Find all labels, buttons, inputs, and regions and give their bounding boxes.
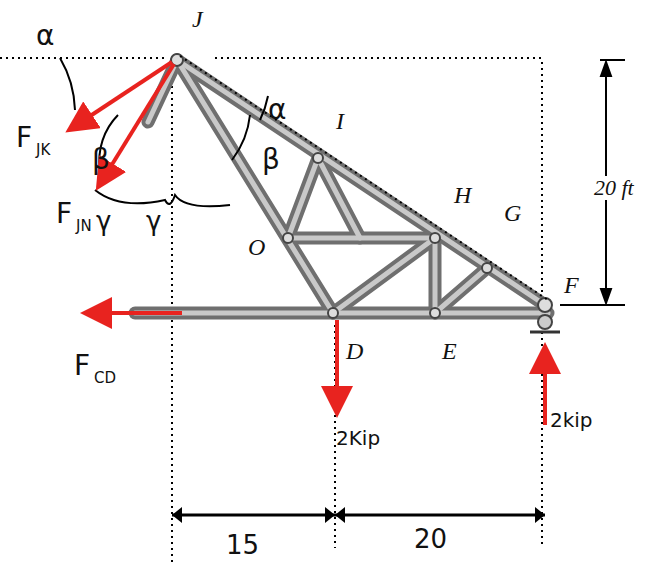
truss-drawing [325, 507, 335, 523]
truss-drawing [335, 507, 345, 523]
joint-label: H [452, 182, 473, 208]
truss-drawing [535, 507, 545, 523]
joint-label: E [440, 338, 459, 364]
force-symbol: F [16, 124, 32, 152]
load-label: 2Kip [336, 428, 380, 448]
truss-drawing [177, 60, 333, 313]
truss-drawing [560, 304, 625, 306]
angle-label: α [268, 96, 286, 124]
force-subscript: JN [76, 219, 92, 234]
truss-drawing [538, 298, 552, 312]
force-subscript: CD [94, 371, 116, 386]
truss-drawing [543, 350, 547, 425]
joint-label: I [334, 108, 346, 134]
truss-drawing [313, 153, 323, 163]
guide-line [180, 56, 548, 300]
truss-drawing [177, 60, 333, 313]
truss-drawing [135, 60, 548, 313]
truss-drawing [328, 308, 338, 318]
span-dimension [172, 507, 545, 523]
force-symbol: F [74, 352, 90, 380]
joint-label: O [246, 234, 267, 260]
joint-pins [171, 54, 552, 318]
truss-members [135, 60, 548, 313]
joint-label: G [502, 200, 523, 226]
force-subscript: JK [36, 143, 50, 158]
truss-drawing [135, 311, 548, 316]
truss-drawing [260, 96, 268, 120]
truss-drawing [172, 507, 182, 523]
angle-label: γ [146, 208, 161, 234]
angle-label: γ [96, 208, 111, 234]
truss-drawing [88, 311, 182, 315]
truss-drawing [600, 59, 625, 61]
truss-drawing [60, 58, 75, 110]
truss-drawing [433, 238, 438, 313]
joint-label: J [190, 6, 205, 32]
truss-drawing [135, 60, 548, 313]
joint-label: F [562, 272, 581, 298]
truss-drawing [335, 320, 339, 410]
truss-drawing [538, 315, 552, 329]
truss-drawing [430, 308, 440, 318]
truss-drawing [95, 190, 230, 206]
truss-drawing [172, 514, 545, 517]
truss-drawing [288, 158, 318, 238]
truss-drawing [177, 60, 545, 305]
dimension-label: 20 ft [592, 176, 636, 200]
truss-drawing [177, 60, 545, 305]
joint-label: D [344, 338, 365, 364]
truss-drawing [333, 238, 435, 313]
truss-drawing [601, 289, 611, 303]
truss-drawing [215, 57, 545, 59]
truss-drawing [430, 233, 440, 243]
dimension-label: 15 [226, 532, 259, 558]
truss-drawing [318, 158, 360, 238]
truss-drawing [0, 57, 165, 59]
angle-arcs [60, 58, 268, 206]
truss-drawing [283, 233, 293, 243]
truss-drawing [232, 115, 250, 160]
angle-label: α [36, 22, 54, 50]
force-symbol: F [56, 200, 72, 228]
truss-drawing [435, 268, 487, 313]
truss-drawing [333, 238, 435, 313]
truss-drawing [530, 331, 560, 334]
truss-drawing [601, 62, 611, 76]
load-label: 2kip [550, 410, 593, 430]
angle-label: β [262, 146, 280, 174]
truss-drawing [435, 268, 487, 313]
truss-drawing [482, 263, 492, 273]
dimension-label: 20 [414, 526, 447, 552]
angle-label: β [92, 146, 110, 174]
truss-drawing [100, 64, 174, 184]
truss-drawing [288, 158, 318, 238]
roller-support [530, 315, 560, 332]
force-arrows [72, 62, 545, 425]
